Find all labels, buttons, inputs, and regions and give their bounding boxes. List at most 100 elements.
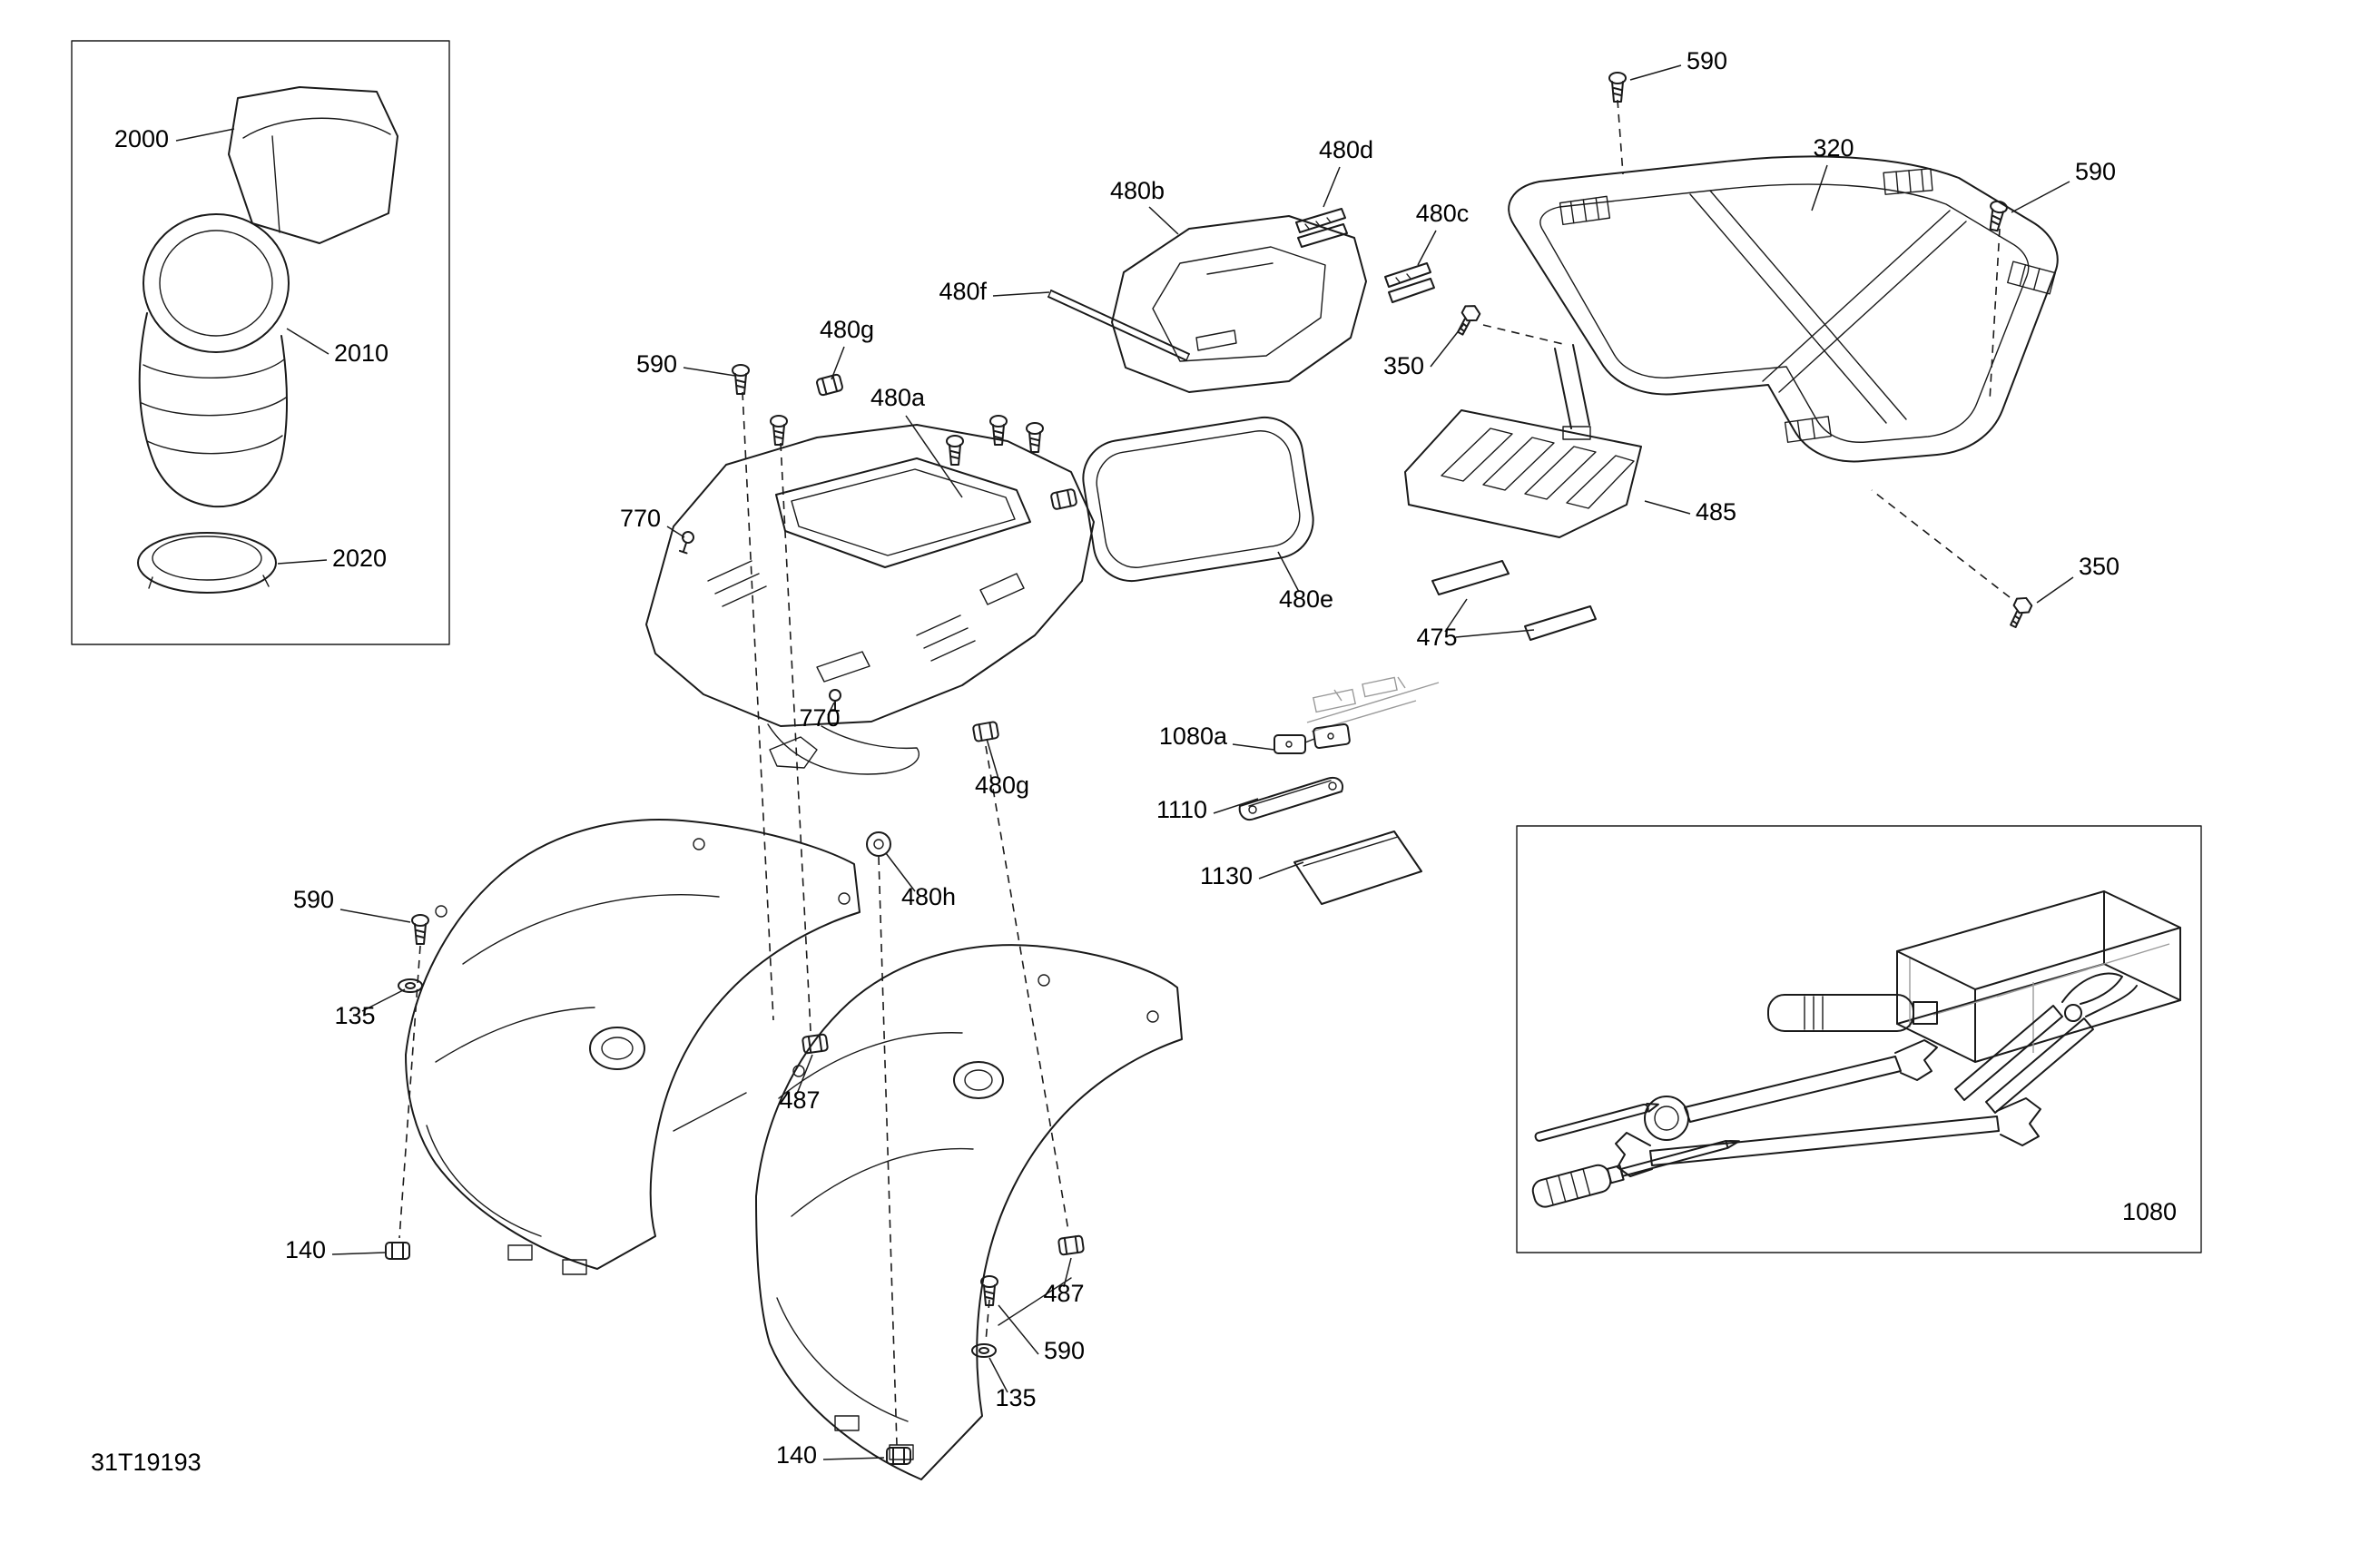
label-487-right-leader xyxy=(1063,1257,1072,1288)
screw-console-5-icon xyxy=(1026,422,1044,453)
ghost-assembly xyxy=(1306,676,1440,732)
part-320-rack xyxy=(1508,155,2059,463)
label-480a: 480a xyxy=(870,384,926,411)
clip-480g-lower-icon xyxy=(971,720,1000,743)
label-480h: 480h xyxy=(901,883,956,910)
label-770-mid-leader xyxy=(827,702,835,716)
label-480g-lower: 480g xyxy=(975,772,1029,799)
label-475: 475 xyxy=(1416,624,1457,651)
grommet-480h-icon xyxy=(866,831,891,857)
label-770-left: 770 xyxy=(620,505,661,532)
clip-140-left-icon xyxy=(385,1242,410,1260)
part-1080a-latch xyxy=(1274,722,1351,754)
label-487-left: 487 xyxy=(779,1086,820,1114)
label-590-right: 590 xyxy=(1044,1337,1085,1364)
toolkit-box xyxy=(1516,825,2202,1253)
label-590-fenderleft: 590 xyxy=(293,886,334,913)
washer-135-right-icon xyxy=(971,1343,997,1358)
label-590-console: 590 xyxy=(636,350,677,378)
label-1110-leader xyxy=(1213,798,1259,814)
label-480b: 480b xyxy=(1110,177,1165,204)
part-2020-clamp xyxy=(137,532,277,594)
label-480e-leader xyxy=(1277,551,1300,593)
label-1130: 1130 xyxy=(1200,862,1253,889)
part-fender-right xyxy=(755,944,1183,1480)
tool-punch xyxy=(1534,1102,1659,1142)
tool-combo-wrench xyxy=(1644,1039,1938,1141)
drawing-number: 31T19193 xyxy=(91,1449,202,1476)
clip-console-edge-icon xyxy=(1049,487,1078,511)
part-485-panel xyxy=(1404,409,1642,538)
part-475-pads xyxy=(1431,560,1597,641)
label-135-right-leader xyxy=(988,1357,1008,1393)
label-480c: 480c xyxy=(1416,200,1470,227)
label-590-topright: 590 xyxy=(2075,158,2116,185)
part-1130-manual xyxy=(1293,830,1422,905)
bolt-350-right-icon xyxy=(2004,594,2035,631)
intake-detail-box xyxy=(71,40,450,645)
screw-590-topright-icon xyxy=(1984,199,2010,233)
label-140-right: 140 xyxy=(776,1441,817,1469)
label-2020: 2020 xyxy=(332,545,387,572)
label-135-left-leader xyxy=(361,988,406,1012)
screw-590-fenderleft-icon xyxy=(411,914,429,945)
label-480f-leader xyxy=(992,291,1050,297)
label-1080: 1080 xyxy=(2122,1198,2177,1225)
part-2000-cover xyxy=(228,86,398,244)
part-2010-duct xyxy=(138,213,290,508)
label-480g-upper: 480g xyxy=(820,316,874,343)
label-487-right: 487 xyxy=(1043,1280,1084,1307)
label-135-left: 135 xyxy=(334,1002,375,1029)
tool-bag xyxy=(1896,890,2181,1063)
screw-590-top-icon xyxy=(1608,72,1627,103)
label-480f: 480f xyxy=(939,278,987,305)
part-480b-lid xyxy=(1111,215,1367,393)
label-770-left-leader xyxy=(666,526,685,538)
label-2010: 2010 xyxy=(334,339,388,367)
tool-screwdriver xyxy=(1531,1139,1740,1208)
label-140-left-leader xyxy=(331,1252,386,1255)
label-1130-leader xyxy=(1258,861,1304,880)
label-2000-leader xyxy=(175,128,235,142)
label-590-right-leader xyxy=(998,1304,1039,1355)
label-485: 485 xyxy=(1696,498,1736,526)
part-480d-strips xyxy=(1295,208,1348,248)
rivet-770-left-icon xyxy=(677,529,696,555)
screw-590-console-icon xyxy=(732,364,750,395)
label-480g-upper-leader xyxy=(831,346,845,380)
screw-console-2-icon xyxy=(770,415,788,446)
label-320-leader xyxy=(1811,164,1828,211)
screw-console-3-icon xyxy=(946,435,964,466)
label-350-left-leader xyxy=(1430,324,1464,368)
label-2020-leader xyxy=(277,559,328,565)
label-140-left: 140 xyxy=(285,1236,326,1263)
part-fender-left xyxy=(405,819,861,1275)
part-480c-strips xyxy=(1384,262,1435,303)
label-1080a-leader xyxy=(1232,743,1275,751)
label-2010-leader xyxy=(286,328,329,355)
tool-open-end-wrench xyxy=(1615,1097,2041,1177)
part-480f-rod xyxy=(1047,290,1190,361)
part-480a-console xyxy=(645,424,1095,775)
clip-487-left-icon xyxy=(801,1033,830,1055)
tool-pliers xyxy=(1954,972,2138,1114)
clip-140-right-icon xyxy=(886,1447,911,1465)
label-480d: 480d xyxy=(1319,136,1373,163)
label-480b-leader xyxy=(1148,206,1179,235)
label-320: 320 xyxy=(1813,134,1854,162)
label-480h-leader xyxy=(885,852,916,892)
label-485-leader xyxy=(1644,500,1691,515)
label-590-topright-leader xyxy=(2011,181,2070,213)
label-590-fenderleft-leader xyxy=(339,909,411,923)
label-480a-leader xyxy=(905,415,963,498)
labels-layer: 200020102020590480g480a770770480g480h480… xyxy=(91,47,2177,1476)
label-770-mid: 770 xyxy=(799,704,840,732)
label-140-right-leader xyxy=(822,1457,885,1460)
label-590-top: 590 xyxy=(1687,47,1727,74)
label-1110: 1110 xyxy=(1156,796,1207,823)
part-1110-handle xyxy=(1238,777,1343,821)
label-350-right: 350 xyxy=(2079,553,2119,580)
clip-487-right-icon xyxy=(1057,1234,1086,1256)
label-480e: 480e xyxy=(1279,585,1333,613)
